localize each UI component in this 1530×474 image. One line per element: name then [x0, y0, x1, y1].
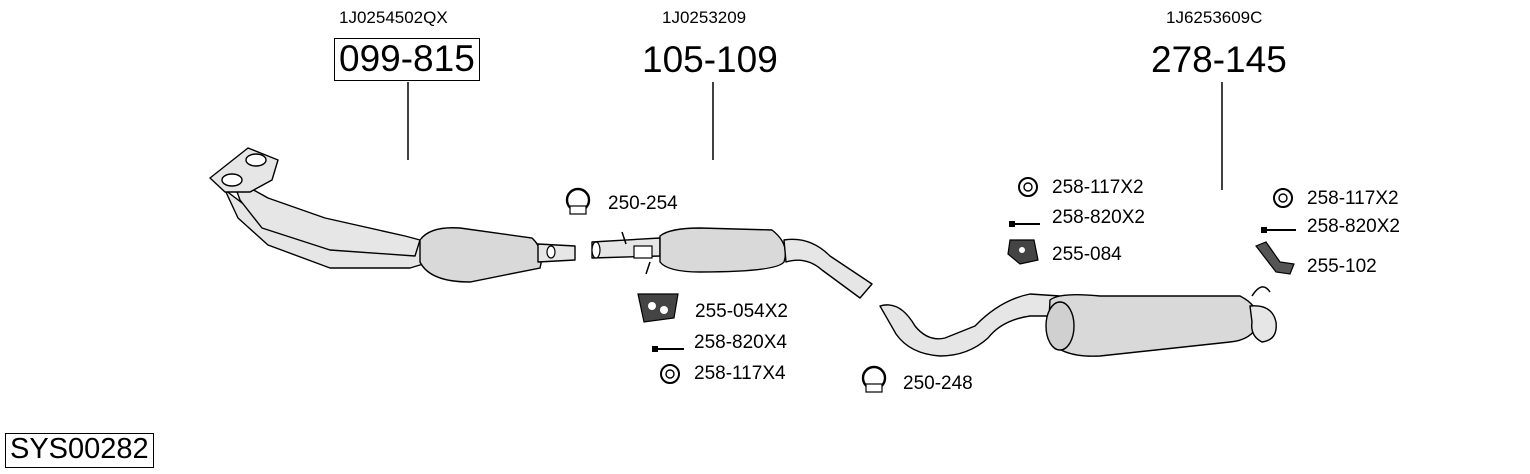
- front-pipe-catalyst: [209, 147, 576, 283]
- bolt-icon: [1261, 227, 1296, 233]
- accessory-label-mount-255-084[interactable]: 255-084: [1052, 244, 1122, 265]
- rubber-mount-icon: [637, 293, 679, 323]
- ring-icon: [660, 364, 680, 384]
- clamp-icon: [861, 365, 887, 393]
- accessory-label-bolt-258-820x2-mid[interactable]: 258-820X2: [1052, 207, 1145, 228]
- system-code: SYS00282: [5, 433, 154, 468]
- part-number-front-pipe[interactable]: 099-815: [334, 38, 480, 81]
- accessory-label-ring-258-117x2-rear[interactable]: 258-117X2: [1307, 188, 1399, 209]
- oe-number-front-pipe: 1J0254502QX: [339, 8, 448, 27]
- rear-pipe-silencer: [879, 286, 1277, 357]
- ring-icon: [1018, 177, 1038, 197]
- accessory-label-bolt-258-820x4[interactable]: 258-820X4: [694, 332, 787, 353]
- clamp-icon: [565, 187, 591, 215]
- oe-number-center-pipe: 1J0253209: [662, 8, 747, 27]
- accessory-label-clamp-250-254[interactable]: 250-254: [608, 193, 678, 214]
- ring-icon: [1273, 188, 1293, 208]
- bolt-icon: [1009, 221, 1040, 227]
- accessory-label-mount-255-054x2[interactable]: 255-054X2: [695, 301, 788, 322]
- accessory-label-bolt-258-820x2-rear[interactable]: 258-820X2: [1307, 216, 1400, 237]
- part-number-center-pipe[interactable]: 105-109: [642, 39, 778, 80]
- part-number-rear-silencer[interactable]: 278-145: [1151, 39, 1287, 80]
- accessory-label-ring-258-117x4[interactable]: 258-117X4: [694, 363, 786, 384]
- accessory-label-clamp-250-248[interactable]: 250-248: [903, 373, 973, 394]
- accessory-label-bracket-255-102[interactable]: 255-102: [1307, 256, 1377, 277]
- center-pipe-resonator: [591, 227, 873, 299]
- oe-number-rear-silencer: 1J6253609C: [1166, 8, 1263, 27]
- rubber-mount-icon: [1007, 239, 1039, 265]
- bracket-icon: [1255, 241, 1295, 275]
- accessory-label-ring-258-117x2-mid[interactable]: 258-117X2: [1052, 177, 1144, 198]
- bolt-icon: [652, 346, 684, 352]
